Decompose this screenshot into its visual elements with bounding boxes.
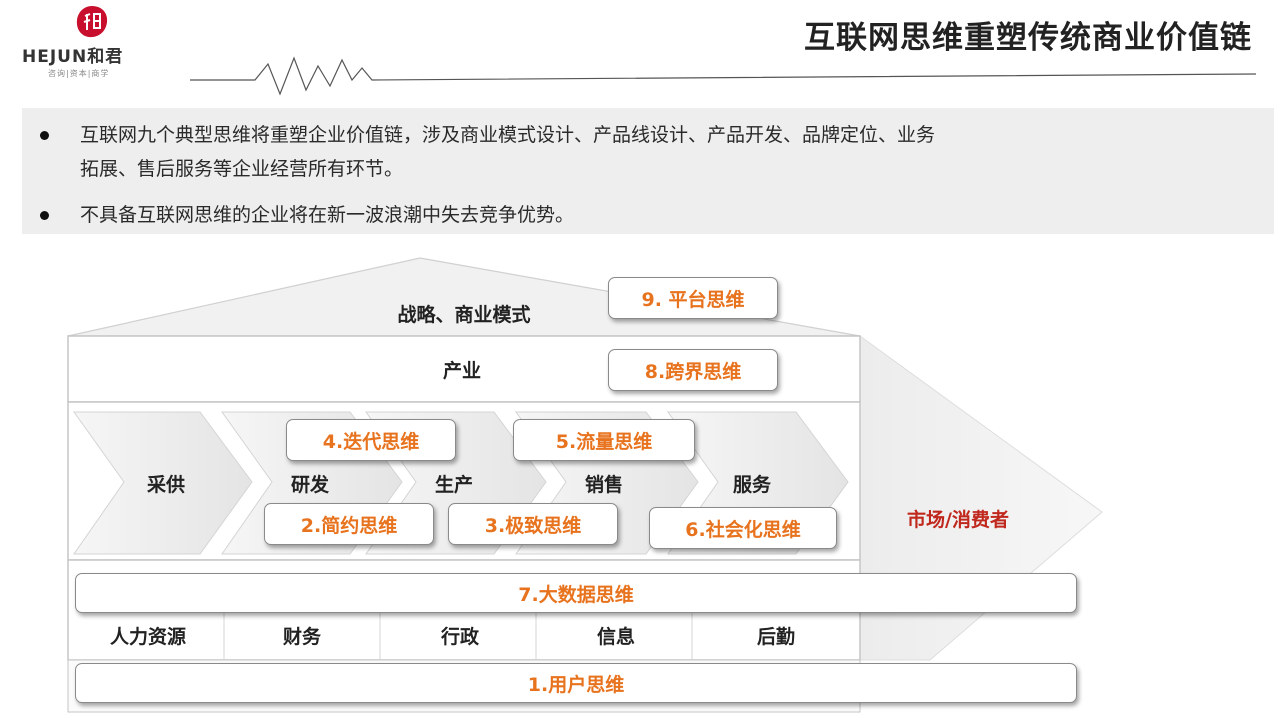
market-label: 市场/消费者 [907, 509, 1009, 531]
value-chain-label-sales: 销售 [584, 474, 624, 496]
pill-iteration-thinking: 4.迭代思维 [286, 419, 456, 461]
support-label-hr: 人力资源 [109, 626, 187, 648]
logo: HEJUN和君 咨询|资本|商学 [22, 4, 172, 84]
bullet-dot-icon [40, 211, 49, 220]
pill-bigdata-thinking: 7.大数据思维 [75, 573, 1077, 613]
industry-label: 产业 [442, 360, 482, 382]
value-chain-label-rnd: 研发 [290, 474, 330, 496]
pill-social-thinking: 6.社会化思维 [649, 507, 837, 549]
bullet-box: 互联网九个典型思维将重塑企业价值链，涉及商业模式设计、产品线设计、产品开发、品牌… [22, 108, 1274, 234]
page-title: 互联网思维重塑传统商业价值链 [804, 20, 1252, 56]
support-label-finance: 财务 [282, 626, 322, 648]
logo-seal-icon [76, 6, 108, 38]
pill-platform-thinking: 9. 平台思维 [608, 277, 778, 319]
pill-simplicity-thinking: 2.简约思维 [264, 503, 434, 545]
value-chain-label-service: 服务 [732, 474, 772, 496]
bullet-text: 互联网九个典型思维将重塑企业价值链，涉及商业模式设计、产品线设计、产品开发、品牌… [80, 124, 936, 146]
logo-brand: HEJUN和君 [22, 47, 124, 67]
logo-subtitle: 咨询|资本|商学 [48, 69, 110, 78]
pill-extreme-thinking: 3.极致思维 [448, 503, 618, 545]
support-label-logistics: 后勤 [756, 626, 796, 648]
bullet-text: 拓展、售后服务等企业经营所有环节。 [80, 158, 404, 180]
bullet-text: 不具备互联网思维的企业将在新一波浪潮中失去竞争优势。 [80, 204, 575, 226]
support-label-admin: 行政 [440, 626, 480, 648]
strategy-label: 战略、商业模式 [397, 304, 531, 326]
support-label-info: 信息 [596, 626, 636, 648]
value-chain-label-production: 生产 [434, 474, 474, 496]
pill-crossover-thinking: 8.跨界思维 [608, 349, 778, 391]
pill-traffic-thinking: 5.流量思维 [513, 419, 695, 461]
header-wave-line [190, 56, 1257, 96]
pill-user-thinking: 1.用户思维 [75, 663, 1077, 703]
value-chain-label-procurement: 采供 [146, 474, 186, 496]
bullet-dot-icon [40, 131, 49, 140]
